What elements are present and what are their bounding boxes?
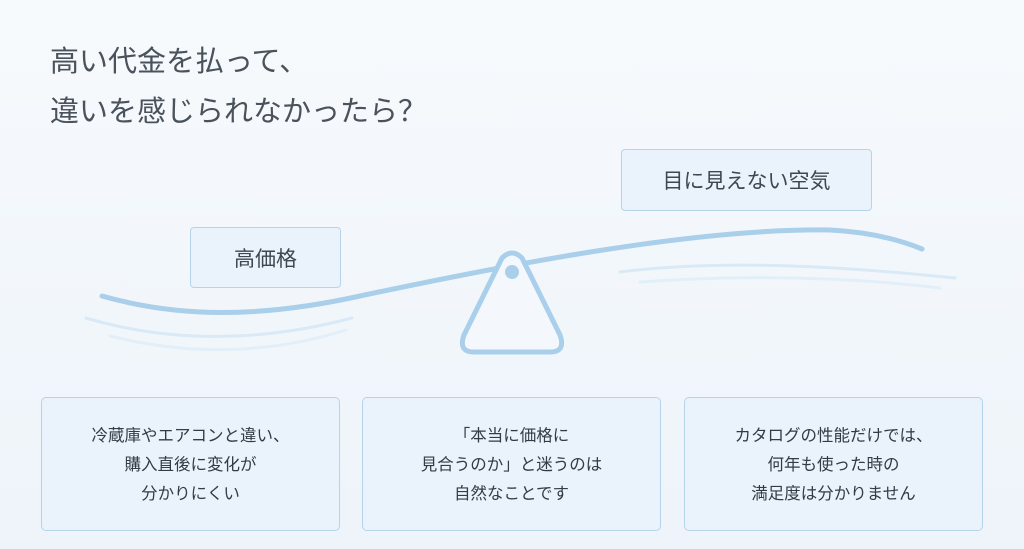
page-title: 高い代金を払って、 違いを感じられなかったら？ [50,36,427,136]
card-1-line-3: 分かりにくい [141,483,240,503]
fulcrum-pivot [505,265,519,279]
title-line-1: 高い代金を払って、 [50,44,309,78]
label-invisible-air-text: 目に見えない空気 [662,169,831,193]
card-1-line-2: 購入直後に変化が [124,454,257,474]
card-3-line-3: 満足度は分かりません [751,483,916,503]
swoosh-left-1 [84,316,354,338]
info-card-1: 冷蔵庫やエアコンと違い、 購入直後に変化が 分かりにくい [41,397,340,531]
info-card-2: 「本当に価格に 見合うのか」と迷うのは 自然なことです [362,397,661,531]
info-card-3: カタログの性能だけでは、 何年も使った時の 満足度は分かりません [684,397,983,531]
card-2-line-2: 見合うのか」と迷うのは [420,454,603,474]
card-3-line-1: カタログの性能だけでは、 [734,425,933,445]
swoosh-right-1 [618,263,957,280]
label-invisible-air: 目に見えない空気 [621,149,872,211]
card-3-line-2: 何年も使った時の [767,454,900,474]
swoosh-right-2 [638,276,942,290]
title-line-2: 違いを感じられなかったら？ [50,94,428,128]
card-2-line-1: 「本当に価格に [453,425,570,445]
card-2-line-3: 自然なことです [453,483,569,503]
seesaw-beam [99,227,925,315]
card-1-line-1: 冷蔵庫やエアコンと違い、 [91,425,290,445]
label-high-price-text: 高価格 [234,246,297,271]
seesaw-fulcrum [459,250,565,355]
swoosh-left-2 [108,328,348,352]
label-high-price: 高価格 [190,227,341,288]
